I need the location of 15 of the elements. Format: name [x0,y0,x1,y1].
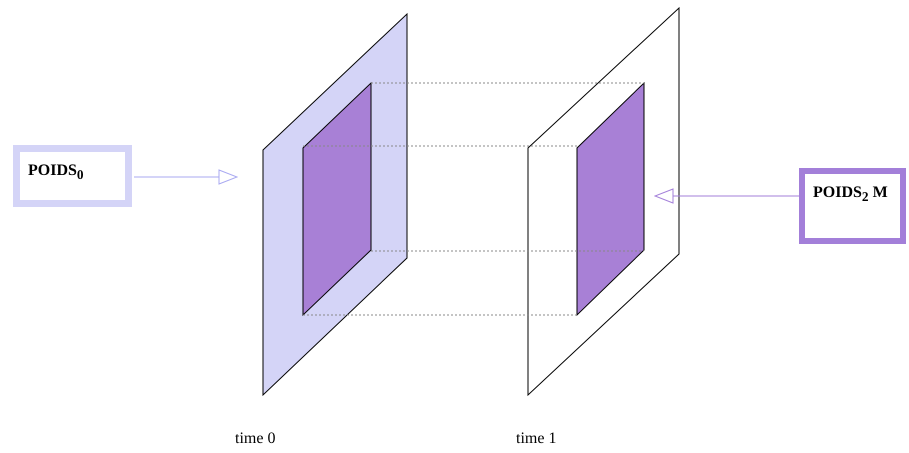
arrow [134,170,238,184]
plane-shape [263,14,407,395]
arrow [654,188,800,204]
time-label: time 0 [235,430,276,448]
time-label: time 1 [516,430,556,448]
inner-region [577,83,644,315]
projection-line [370,250,644,252]
projection-line [302,314,578,316]
weight-box [13,145,132,207]
plane-shape [528,8,679,395]
weight-label: POIDS$_{0}$ [28,162,85,184]
weight-label: POIDS$_{2}$ M [813,184,889,206]
weight-box [799,168,906,244]
inner-region [303,83,371,315]
projection-line [370,82,644,84]
